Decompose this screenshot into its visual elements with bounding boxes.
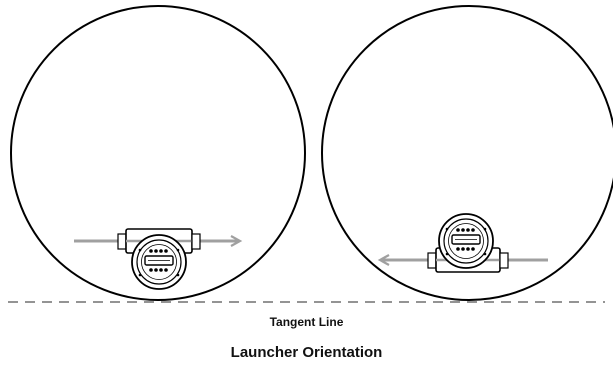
left-launcher [117,228,201,290]
right-pipe-circle [321,5,613,301]
left-pipe-circle [10,5,306,301]
diagram-title: Launcher Orientation [230,344,383,361]
right-launcher [427,213,509,273]
right-view [321,5,613,301]
tangent-line-label: Tangent Line [269,315,344,329]
left-view [10,5,306,301]
